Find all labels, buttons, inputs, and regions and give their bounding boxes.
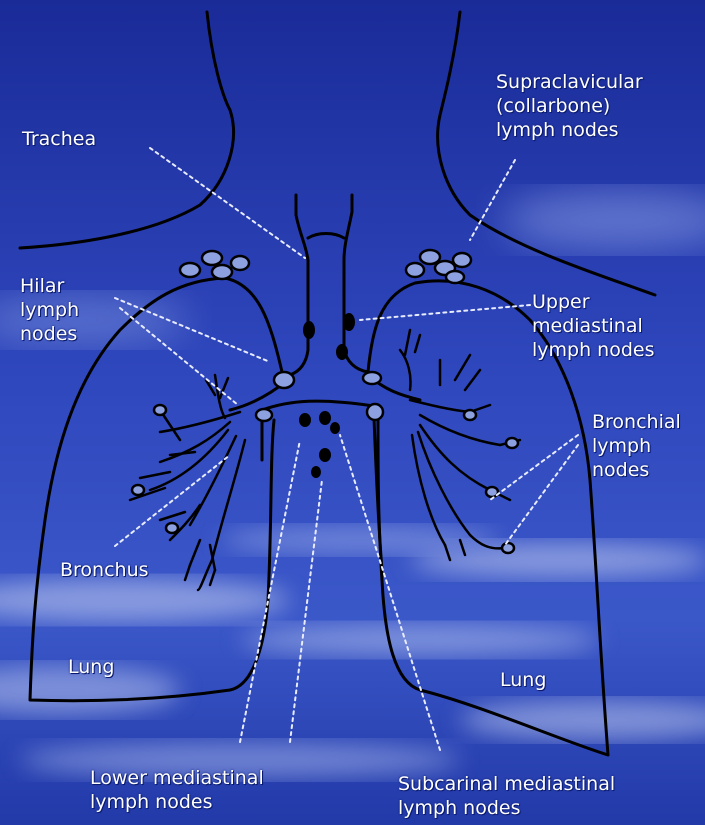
label-bronchial-line1: Bronchial: [592, 410, 681, 434]
label-supraclavicular-line2: (collarbone): [496, 94, 643, 118]
label-subcarinal: Subcarinal mediastinal lymph nodes: [398, 772, 615, 820]
label-bronchial: Bronchial lymph nodes: [592, 410, 681, 482]
label-hilar-line2: lymph: [20, 298, 79, 322]
label-hilar-line3: nodes: [20, 322, 79, 346]
label-hilar: Hilar lymph nodes: [20, 274, 79, 346]
label-hilar-line1: Hilar: [20, 274, 79, 298]
label-supraclavicular-line1: Supraclavicular: [496, 70, 643, 94]
label-trachea: Trachea: [22, 127, 96, 151]
label-supraclavicular-line3: lymph nodes: [496, 118, 643, 142]
label-bronchial-line3: nodes: [592, 458, 681, 482]
neck-outline: [20, 12, 655, 295]
label-bronchus: Bronchus: [60, 558, 149, 582]
label-lower-mediastinal-line1: Lower mediastinal: [90, 766, 264, 790]
right-bronchial-tree: [400, 330, 520, 560]
label-lung-right: Lung: [500, 668, 546, 692]
label-lower-mediastinal: Lower mediastinal lymph nodes: [90, 766, 264, 814]
label-subcarinal-line1: Subcarinal mediastinal: [398, 772, 615, 796]
label-supraclavicular: Supraclavicular (collarbone) lymph nodes: [496, 70, 643, 142]
label-lung-left: Lung: [68, 655, 114, 679]
label-upper-mediastinal: Upper mediastinal lymph nodes: [532, 290, 655, 362]
label-bronchial-line2: lymph: [592, 434, 681, 458]
label-upper-mediastinal-line1: Upper: [532, 290, 655, 314]
label-upper-mediastinal-line2: mediastinal: [532, 314, 655, 338]
label-lower-mediastinal-line2: lymph nodes: [90, 790, 264, 814]
label-subcarinal-line2: lymph nodes: [398, 796, 615, 820]
label-upper-mediastinal-line3: lymph nodes: [532, 338, 655, 362]
trachea-shape: [290, 195, 368, 375]
bronchi: [230, 375, 420, 570]
